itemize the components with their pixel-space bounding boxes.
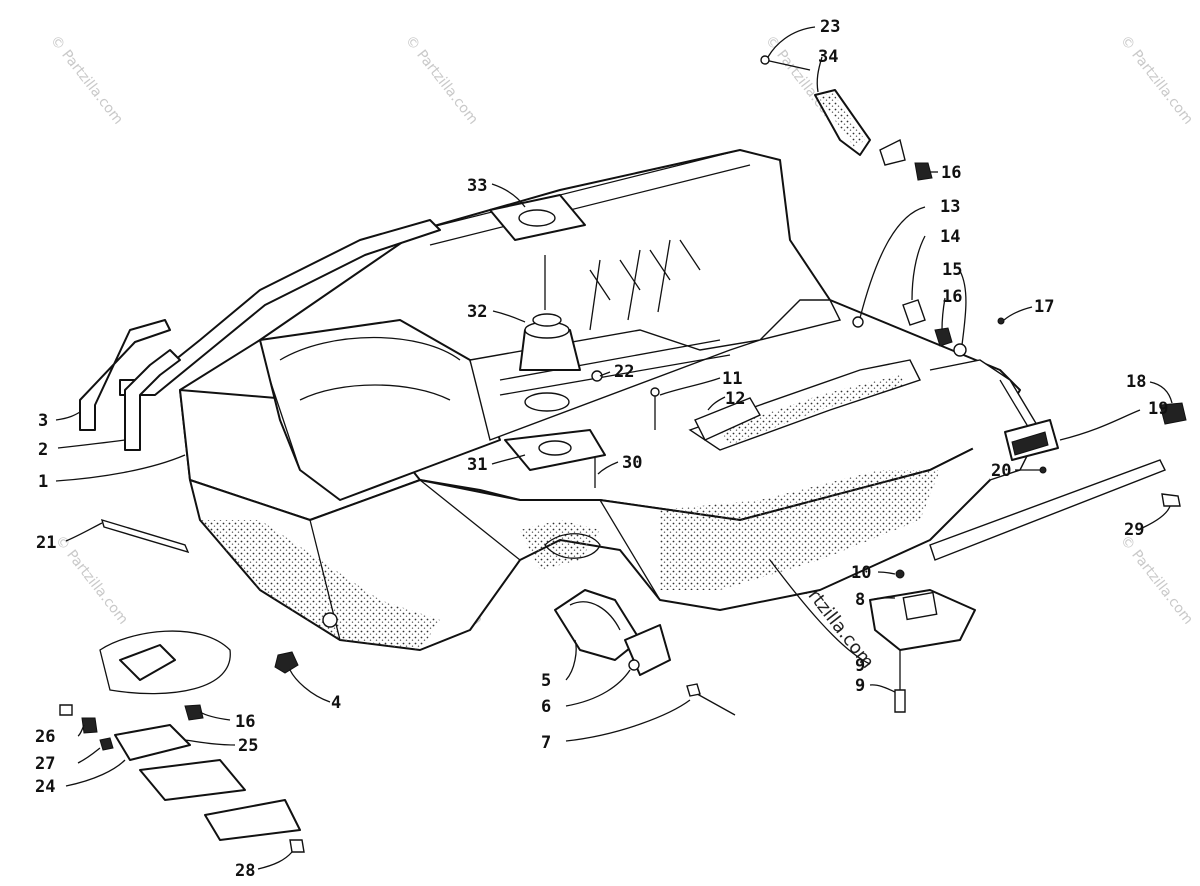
callout-28: 28 [235,861,255,881]
callout-18: 18 [1126,372,1146,392]
callout-6: 6 [541,697,551,717]
callout-25: 25 [238,736,258,756]
callout-31: 31 [467,455,487,475]
callout-2: 2 [38,440,48,460]
gauge-assembly [489,194,606,471]
callout-24: 24 [35,777,55,797]
callout-29: 29 [1124,520,1144,540]
callout-12: 12 [725,389,745,409]
hood-body [179,149,1041,651]
callout-7: 7 [541,733,551,753]
callout-32: 32 [467,302,487,322]
leader-lines [55,26,1173,870]
hardware [59,55,1187,853]
watermark-text: © Partzilla.com [1117,33,1196,128]
callout-3: 3 [38,411,48,431]
callout-9: 9 [855,656,865,676]
callout-1: 1 [38,472,48,492]
callout-17: 17 [1034,297,1054,317]
watermark-text: © Partzilla.com [52,533,131,628]
callout-20: 20 [991,461,1011,481]
callout-22: 22 [614,362,634,382]
callout-19: 19 [1148,399,1168,419]
callout-34: 34 [818,47,838,67]
callout-5: 5 [541,671,551,691]
watermark-text: © Partzilla.com [402,33,481,128]
callout-16-mid: 16 [942,287,962,307]
windshield-trim [79,219,441,451]
watermark-text: © Partzilla.com [1117,533,1196,628]
callout-13: 13 [940,197,960,217]
callout-16-lower: 16 [235,712,255,732]
callout-10: 10 [851,563,871,583]
watermark-text: © Partzilla.com [47,33,126,128]
callout-11: 11 [722,369,742,389]
callout-26: 26 [35,727,55,747]
callout-9b: 9 [855,676,865,696]
callouts: 1 2 3 4 5 6 7 8 9 9 10 11 12 13 14 15 16… [35,17,1168,881]
callout-33: 33 [467,176,487,196]
callout-30: 30 [622,453,642,473]
callout-4: 4 [331,693,341,713]
callout-8: 8 [855,590,865,610]
callout-21: 21 [36,533,56,553]
callout-15: 15 [942,260,962,280]
callout-14: 14 [940,227,960,247]
callout-23: 23 [820,17,840,37]
callout-16-top: 16 [941,163,961,183]
callout-27: 27 [35,754,55,774]
